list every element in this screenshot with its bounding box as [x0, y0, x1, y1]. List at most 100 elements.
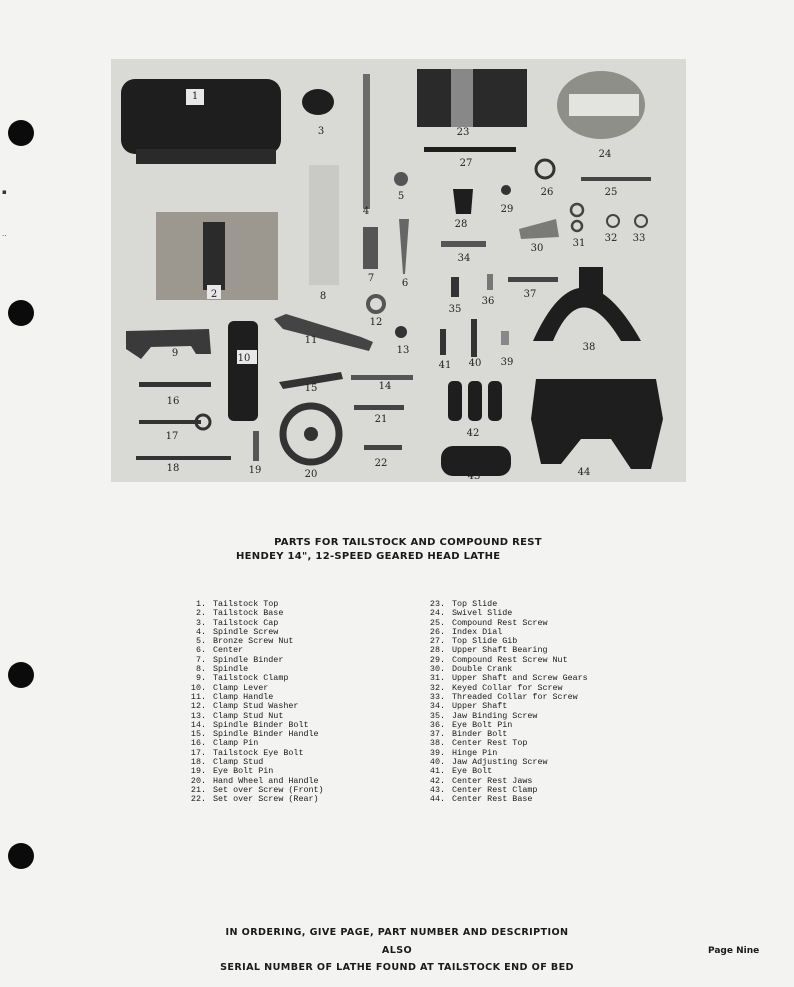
photo-callout-label: 23	[457, 127, 470, 138]
binder-hole	[8, 300, 34, 326]
photo-callout-label: 33	[633, 233, 646, 244]
page-number: Page Nine	[708, 946, 760, 956]
margin-mark: ▪	[2, 188, 7, 196]
part-29-shape	[501, 185, 511, 195]
part-name: Eye Bolt	[452, 766, 493, 777]
part-list-item: 1. Tailstock Top	[180, 599, 324, 609]
part-name: Bronze Screw Nut	[213, 636, 294, 647]
part-9-shape	[126, 329, 211, 359]
part-list-item: 20. Hand Wheel and Handle	[180, 775, 324, 786]
part-8-shape	[309, 165, 339, 285]
part-number: 29.	[429, 654, 445, 665]
part-list-item: 11.Clamp Handle	[180, 692, 324, 702]
part-name: Upper Shaft Bearing	[452, 645, 548, 656]
part-number: 24.	[429, 608, 445, 619]
photo-callout-label: 18	[167, 463, 180, 474]
part-number: 5.	[195, 636, 206, 647]
part-name: Center Rest Base	[452, 794, 533, 805]
part-number: 44.	[429, 794, 445, 805]
part-list-item: 37.Binder Bolt	[419, 729, 588, 739]
part-5-shape	[394, 172, 408, 186]
photo-callout-label: 35	[449, 304, 462, 315]
photo-callout-label: 8	[320, 291, 326, 302]
photo-callout-label: 40	[469, 358, 482, 369]
photo-callout-label: 16	[167, 396, 180, 407]
part-11-shape	[274, 314, 373, 351]
photo-callout-label: 29	[501, 204, 514, 215]
part-list-item: 18.Clamp Stud	[180, 757, 324, 767]
part-name: Hinge Pin	[452, 747, 498, 758]
part-list-item: 17.Tailstock Eye Bolt	[180, 747, 324, 758]
part-6-shape	[399, 219, 409, 274]
part-list-item: 22.Set over Screw (Rear)	[180, 794, 324, 805]
part-list-item: 26.Index Dial	[419, 626, 588, 637]
photo-callout-label: 24	[599, 149, 612, 160]
part-number: 21.	[190, 784, 206, 795]
part-list-item: 7.Spindle Binder	[180, 654, 324, 665]
part-name: Index Dial	[452, 626, 503, 637]
part-number: 3.	[195, 617, 206, 628]
photo-callout-label: 31	[573, 238, 586, 249]
part-name: Swivel Slide	[452, 608, 513, 619]
photo-callout-label: 44	[578, 467, 591, 478]
page-subtitle: HENDEY 14", 12-SPEED GEARED HEAD LATHE	[236, 551, 501, 562]
part-16-shape	[139, 382, 211, 387]
part-list-item: 36.Eye Bolt Pin	[419, 720, 588, 730]
part-40-shape	[471, 319, 477, 357]
part-list-item: 6.Center	[180, 645, 324, 656]
part-13-shape	[395, 326, 407, 338]
part-21-shape	[354, 405, 404, 410]
part-name: Tailstock Top	[213, 599, 279, 609]
part-name: Compound Rest Screw	[452, 617, 548, 628]
part-name: Set over Screw (Rear)	[213, 794, 319, 805]
part-number: 1.	[195, 599, 206, 609]
photo-callout-label: 14	[379, 381, 392, 392]
part-37-shape	[508, 277, 558, 282]
part-26-shape	[534, 158, 556, 180]
part-12-shape	[366, 294, 386, 314]
part-name: Tailstock Base	[213, 608, 284, 619]
part-number: 23.	[429, 599, 445, 609]
part-name: Spindle Binder	[213, 654, 284, 665]
binder-hole	[8, 843, 34, 869]
part-7-shape	[363, 227, 378, 269]
part-number: 34.	[429, 701, 445, 712]
part-number: 6.	[195, 645, 206, 656]
part-name: Clamp Stud Nut	[213, 710, 284, 721]
part-number: 12.	[190, 701, 206, 712]
part-number: 27.	[429, 636, 445, 647]
part-number: 33.	[429, 691, 445, 702]
part-list-item: 27.Top Slide Gib	[419, 636, 588, 647]
part-name: Hand Wheel and Handle	[213, 775, 319, 786]
part-list-item: 4.Spindle Screw	[180, 627, 324, 637]
part-list-item: 23.Top Slide	[419, 599, 588, 609]
part-number: 20.	[190, 775, 206, 786]
part-34-shape	[441, 241, 486, 247]
part-number: 32.	[429, 682, 445, 693]
part-number: 31.	[429, 673, 445, 684]
part-number: 13.	[190, 710, 206, 721]
part-name: Spindle Binder Handle	[213, 729, 319, 740]
part-27-shape	[424, 147, 516, 152]
part-38-shape	[533, 287, 641, 341]
part-list-item: 28. Upper Shaft Bearing	[419, 645, 588, 656]
part-list-item: 16.Clamp Pin	[180, 739, 324, 749]
part-list-item: 5. Bronze Screw Nut	[180, 636, 324, 647]
part-28-shape	[453, 189, 473, 214]
part-name: Center Rest Clamp	[452, 784, 538, 795]
part-list-item: 35.Jaw Binding Screw	[419, 711, 588, 721]
part-number: 28.	[429, 645, 445, 656]
part-32-shape	[606, 214, 620, 228]
part-number: 17.	[190, 747, 206, 758]
ordering-instruction: IN ORDERING, GIVE PAGE, PART NUMBER AND …	[225, 927, 569, 938]
part-name: Eye Bolt Pin	[213, 766, 274, 777]
part-39-shape	[501, 331, 509, 345]
photo-callout-label: 34	[458, 253, 471, 264]
part-list-item: 19.Eye Bolt Pin	[180, 766, 324, 777]
part-number: 30.	[429, 664, 445, 675]
part-list-item: 12.Clamp Stud Washer	[180, 701, 324, 712]
part-name: Center Rest Jaws	[452, 775, 533, 786]
photo-callout-label: 6	[402, 278, 408, 289]
part-4-shape	[363, 74, 370, 209]
